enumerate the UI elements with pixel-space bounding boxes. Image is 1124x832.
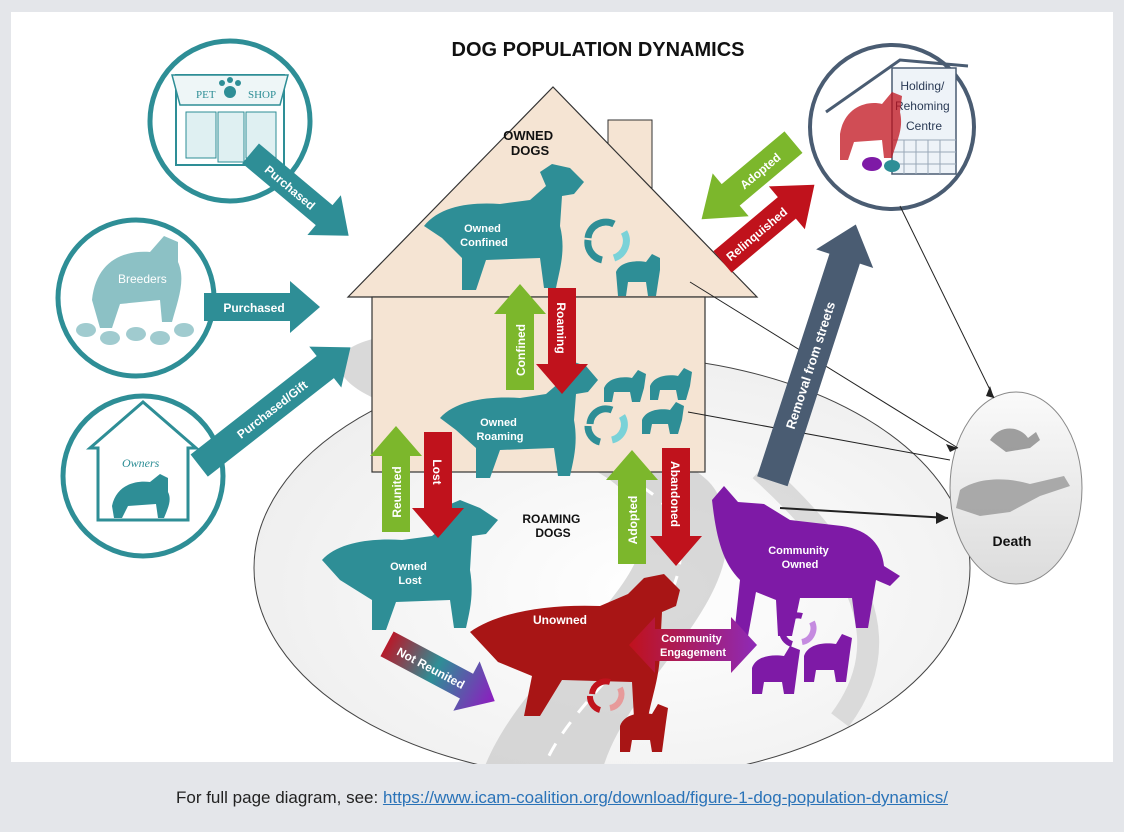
holding-cage-icon (891, 67, 957, 175)
owners-house-icon (85, 400, 201, 522)
puppy-icon-unowned (620, 704, 668, 752)
owners-source: Owners (60, 393, 226, 559)
footer-caption: For full page diagram, see: https://www.… (0, 764, 1124, 832)
cycle-icon-community (779, 612, 817, 647)
svg-text:Confined: Confined (514, 324, 528, 376)
breeders-source: Breeders (55, 217, 217, 379)
arrow-adopted-mid: Adopted (606, 450, 658, 564)
arrow-roaming: Roaming (536, 288, 588, 394)
puppies-roaming-icon (604, 368, 692, 434)
unowned-label: Unowned (533, 613, 587, 627)
dog-population-diagram: DOG POPULATION DYNAMICS OWNED DOGS ROAMI… (55, 38, 1083, 764)
line-holding-to-death (899, 205, 995, 399)
dog-unowned-silhouette (470, 574, 680, 718)
svg-text:Community Engagement: Community Engagement (660, 633, 726, 659)
dog-owned-lost: Owned Lost (322, 500, 498, 630)
holding-label: Holding/ Rehoming Centre (895, 79, 953, 133)
holding-centre: Holding/ Rehoming Centre (808, 43, 976, 211)
svg-text:Adopted: Adopted (626, 496, 640, 545)
svg-text:Roaming: Roaming (554, 302, 568, 353)
arrow-lost: Lost (412, 432, 464, 538)
arrow-abandoned: Abandoned (650, 448, 702, 566)
dog-community-owned-silhouette (712, 486, 900, 636)
paw-icon (219, 77, 241, 98)
svg-text:Abandoned: Abandoned (668, 461, 682, 527)
community-owned-label: Community Owned (768, 545, 832, 571)
death-dog-icon-small (990, 428, 1040, 452)
dog-owned-confined: Owned Confined (424, 164, 584, 290)
pet-shop-label-pet: PET (196, 89, 216, 101)
holding-cage-grid (892, 139, 956, 174)
pet-shop-label-shop: SHOP (248, 89, 276, 101)
arrowhead-to-death-2 (986, 386, 994, 398)
arrow-purchased-breeders: Purchased (204, 281, 320, 333)
owners-dog-icon (112, 474, 170, 518)
puppies-icon (76, 323, 194, 345)
owned-roaming-label: Owned Roaming (476, 417, 523, 443)
puppies-community-icon (752, 634, 852, 694)
footer-link[interactable]: https://www.icam-coalition.org/download/… (382, 788, 948, 807)
owners-label: Owners (122, 456, 160, 470)
pet-shop-window-left-icon (185, 111, 217, 159)
owned-dogs-label: OWNED DOGS (503, 128, 556, 158)
death-dog-icon-large (956, 476, 1070, 516)
death-node: Death (949, 391, 1083, 585)
line-roaming-to-death (687, 411, 951, 461)
arrow-reunited: Reunited (370, 426, 422, 532)
cycle-icon-unowned (587, 678, 625, 713)
dog-owned-lost-silhouette (322, 500, 498, 630)
breeders-dog-icon (92, 236, 182, 328)
death-label: Death (993, 533, 1032, 549)
dog-community-owned: Community Owned (712, 486, 900, 636)
holding-puppy-icon (862, 157, 882, 171)
svg-text:Lost: Lost (430, 459, 444, 484)
cycle-icon-roaming (584, 405, 628, 446)
arrow-community-engagement: Community Engagement (629, 617, 757, 673)
svg-text:Purchased: Purchased (223, 301, 284, 315)
owned-confined-label: Owned Confined (460, 223, 508, 249)
dog-unowned: Unowned (470, 574, 680, 718)
arrowhead-to-death-1 (946, 444, 958, 452)
diagram-title: DOG POPULATION DYNAMICS (452, 39, 745, 61)
arrow-adopted-top: Adopted (701, 131, 803, 220)
pet-shop-door-icon (217, 111, 245, 163)
line-community-to-death (779, 507, 949, 519)
arrowhead-to-death-3 (936, 512, 948, 524)
dog-owned-confined-silhouette (424, 164, 584, 290)
svg-text:Reunited: Reunited (390, 466, 404, 517)
owners-circle (60, 393, 226, 559)
breeders-label: Breeders (118, 272, 167, 286)
holding-dog-icon (840, 92, 902, 160)
roaming-dogs-label: ROAMING DOGS (522, 512, 583, 540)
owned-lost-label: Owned Lost (390, 561, 430, 587)
holding-puppy-icon-2 (884, 160, 900, 172)
svg-text:Purchased/Gift: Purchased/Gift (234, 378, 310, 442)
arrow-confined: Confined (494, 284, 546, 390)
cycle-icon-confined (584, 218, 630, 264)
holding-roof-icon (825, 58, 969, 114)
puppy-icon-confined (616, 254, 660, 296)
footer-prefix: For full page diagram, see: (175, 788, 383, 807)
